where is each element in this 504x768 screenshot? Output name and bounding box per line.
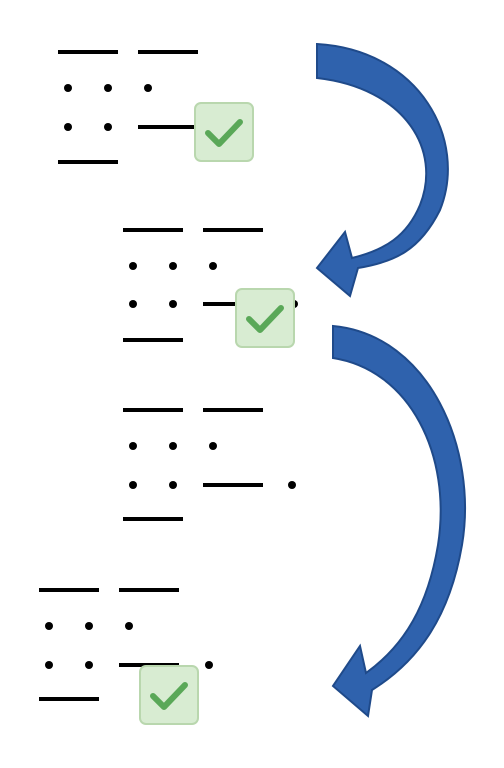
dot — [169, 481, 177, 489]
match-stick — [203, 228, 263, 232]
dot — [104, 84, 112, 92]
dot — [169, 262, 177, 270]
match-stick — [58, 160, 118, 164]
dot — [144, 84, 152, 92]
match-stick — [39, 588, 99, 592]
check-icon — [139, 665, 199, 725]
curved-arrow-icon — [315, 42, 449, 298]
match-stick — [203, 302, 263, 306]
dot — [45, 622, 53, 630]
dot — [64, 123, 72, 131]
curved-arrow-icon — [331, 324, 466, 718]
dot — [85, 622, 93, 630]
dot — [64, 84, 72, 92]
dot — [125, 622, 133, 630]
dot — [129, 481, 137, 489]
dot — [205, 661, 213, 669]
match-stick — [39, 697, 99, 701]
match-stick — [119, 588, 179, 592]
check-icon — [194, 102, 254, 162]
dot — [45, 661, 53, 669]
match-stick — [58, 50, 118, 54]
match-stick — [123, 517, 183, 521]
dot — [288, 481, 296, 489]
match-stick — [203, 408, 263, 412]
dot — [169, 300, 177, 308]
match-stick — [123, 338, 183, 342]
dot — [169, 442, 177, 450]
match-stick — [123, 408, 183, 412]
match-stick — [138, 125, 198, 129]
dot — [85, 661, 93, 669]
match-stick — [123, 228, 183, 232]
dot — [104, 123, 112, 131]
dot — [129, 262, 137, 270]
dot — [129, 442, 137, 450]
dot — [209, 262, 217, 270]
dot — [129, 300, 137, 308]
match-stick — [138, 50, 198, 54]
dot — [209, 442, 217, 450]
check-icon — [235, 288, 295, 348]
match-stick — [203, 483, 263, 487]
